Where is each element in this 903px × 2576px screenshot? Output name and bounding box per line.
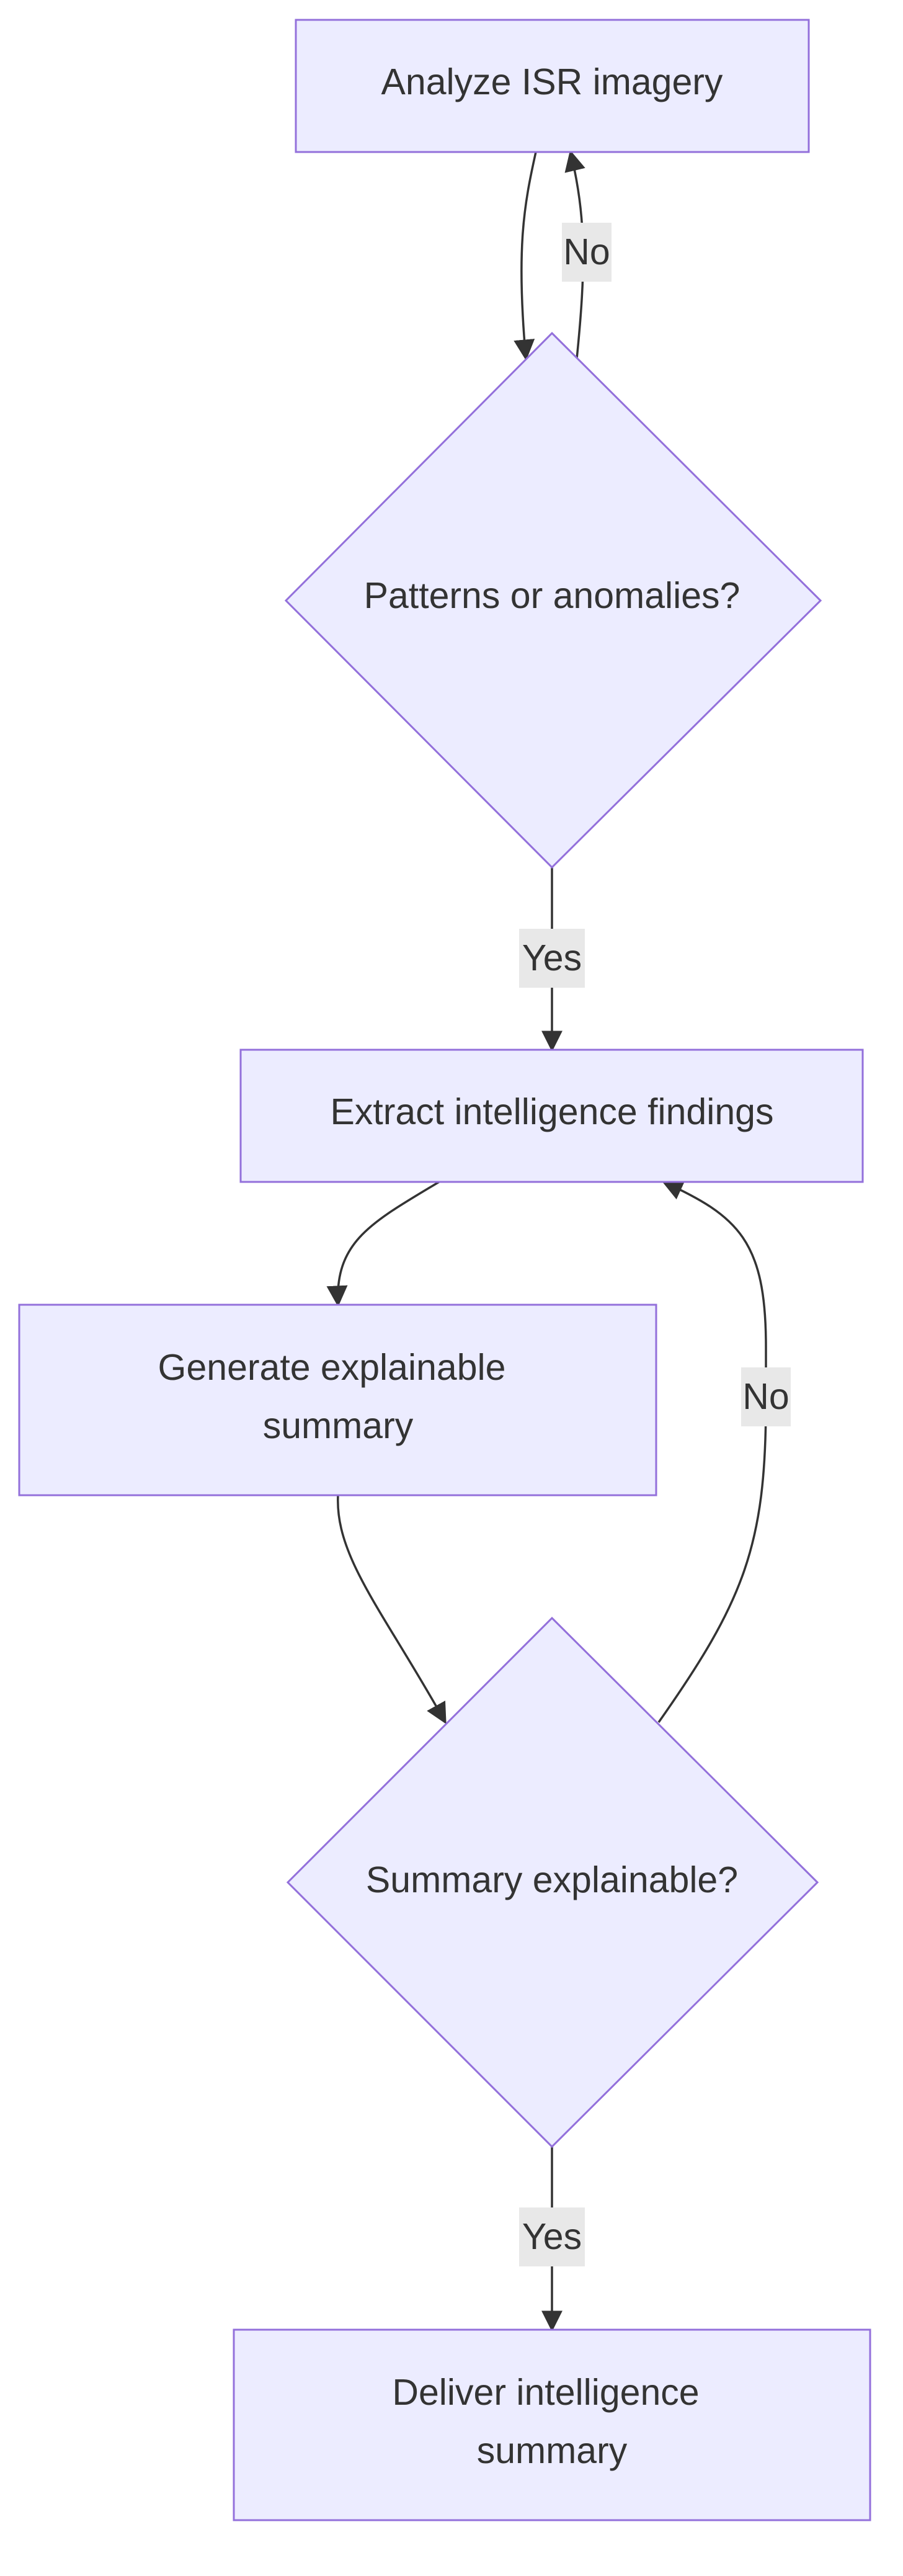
edge-label-explainable-no: No — [741, 1367, 791, 1426]
edge-generate-to-explainable — [337, 1495, 447, 1724]
node-explainable-label: Summary explainable? — [366, 1859, 738, 1900]
node-analyze-label: Analyze ISR imagery — [381, 61, 723, 102]
nodes: Analyze ISR imagery Patterns or anomalie… — [18, 19, 871, 2521]
edge-explainable-no-to-extract — [657, 1180, 767, 1724]
node-extract-intelligence-findings: Extract intelligence findings — [239, 1049, 864, 1183]
node-summary-explainable: Summary explainable? — [286, 1616, 819, 2149]
node-deliver-label-line1: Deliver intelligence — [392, 2372, 699, 2413]
node-deliver-label-line2: summary — [477, 2430, 628, 2471]
svg-text:No: No — [742, 1376, 789, 1417]
edge-label-patterns-yes: Yes — [519, 929, 585, 988]
edge-analyze-to-patterns — [514, 151, 537, 361]
edge-labels: No Yes No Yes — [519, 223, 791, 2266]
node-generate-label-line1: Generate explainable — [158, 1347, 506, 1388]
node-extract-label: Extract intelligence findings — [331, 1091, 774, 1132]
node-patterns-label: Patterns or anomalies? — [364, 575, 741, 616]
svg-text:Yes: Yes — [522, 2216, 582, 2257]
edge-label-explainable-yes: Yes — [519, 2207, 585, 2266]
edge-extract-to-generate — [326, 1181, 440, 1307]
node-generate-explainable-summary: Generate explainable summary — [18, 1304, 657, 1496]
edge-label-patterns-no: No — [562, 223, 612, 282]
node-analyze-isr-imagery: Analyze ISR imagery — [295, 19, 810, 153]
node-patterns-or-anomalies: Patterns or anomalies? — [284, 331, 822, 869]
svg-text:Yes: Yes — [522, 937, 582, 978]
svg-text:No: No — [563, 231, 610, 272]
node-deliver-intelligence-summary: Deliver intelligence summary — [233, 2328, 871, 2521]
node-generate-label-line2: summary — [263, 1405, 414, 1446]
